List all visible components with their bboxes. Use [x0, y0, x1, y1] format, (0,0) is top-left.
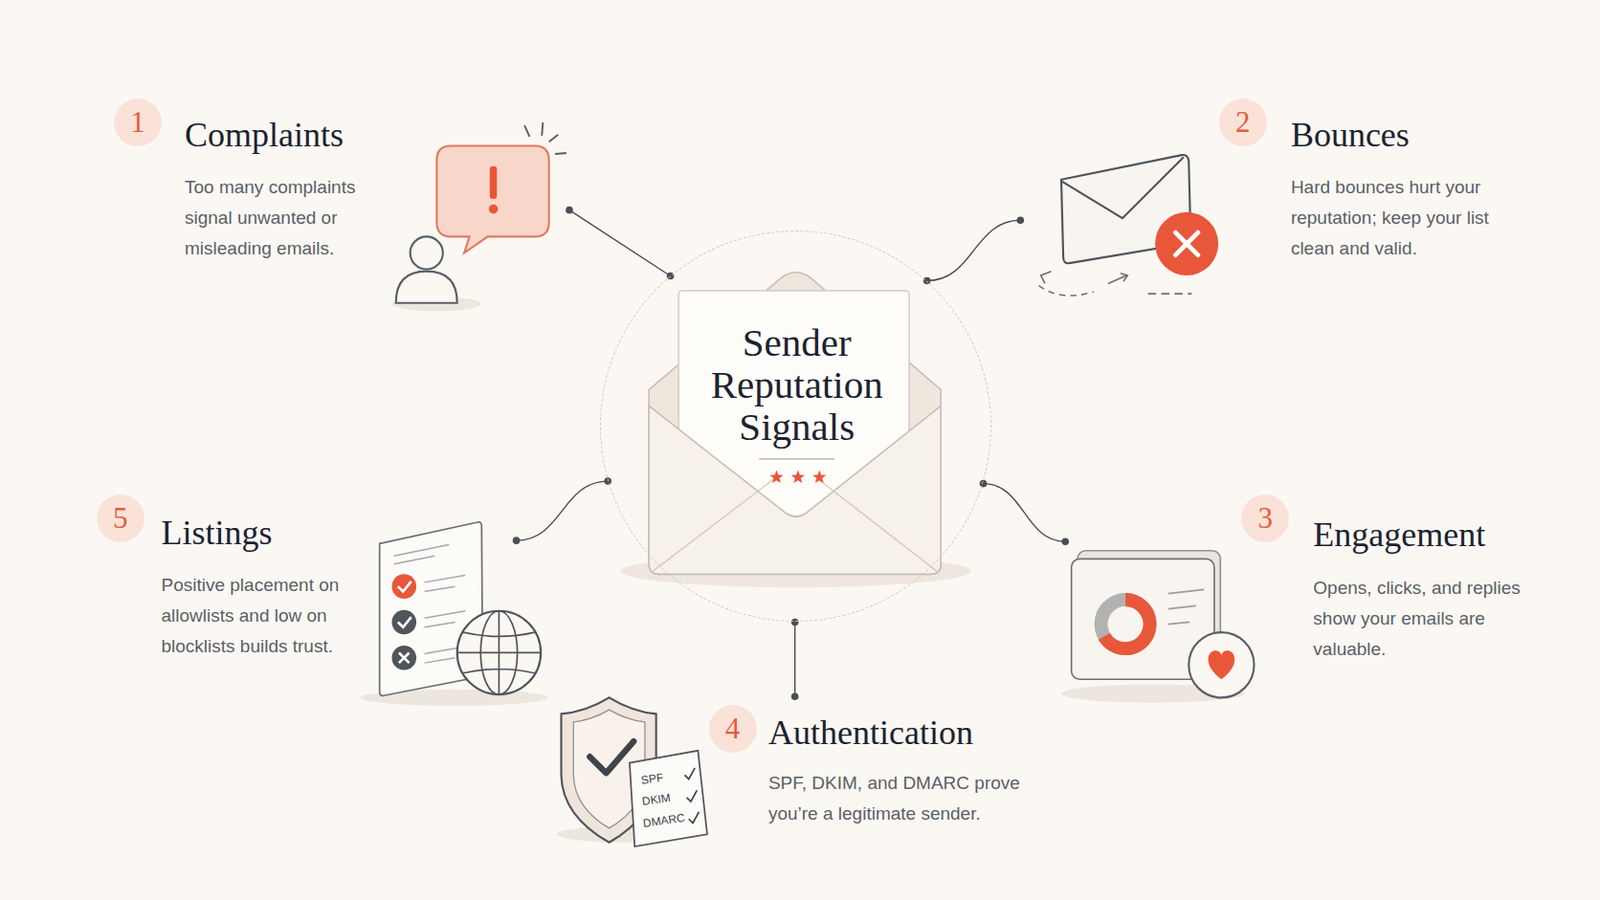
- complaint-icon-part: [524, 122, 567, 155]
- connector-dot: [565, 206, 574, 215]
- callout-number: 1: [113, 98, 162, 147]
- bounce-icon-part: [1039, 286, 1095, 296]
- connector-dot: [923, 277, 932, 286]
- connector-line: [927, 220, 1022, 281]
- protocol-label: SPF: [640, 771, 665, 788]
- bounce-icon-part: [1062, 156, 1184, 219]
- signal-description: SPF, DKIM, and DMARC prove you’re a legi…: [768, 768, 1065, 830]
- center-title: Sender Reputation Signals: [682, 321, 912, 448]
- connector-dot: [512, 536, 521, 545]
- signal-item: AuthenticationSPF, DKIM, and DMARC prove…: [551, 696, 1070, 861]
- complaint-icon-part: [436, 145, 549, 253]
- complaint-icon-part: [489, 166, 497, 200]
- bounce-icon-part: [1148, 292, 1193, 295]
- connector-line: [983, 484, 1067, 543]
- listing-icon-part: [398, 617, 412, 628]
- signal-item: ComplaintsToo many complaints signal unw…: [111, 96, 570, 316]
- complaint-icon: [391, 122, 566, 312]
- engagement-icon-part: [1188, 632, 1254, 698]
- signal-heading: Authentication: [768, 712, 974, 754]
- protocol-label: DMARC: [642, 810, 687, 830]
- authentication-icon: [556, 697, 708, 847]
- connector-dot: [666, 272, 675, 281]
- signal-item: BouncesHard bounces hurt your reputation…: [1020, 96, 1551, 316]
- bounce-icon-part: [1175, 232, 1198, 255]
- listing-icon-part: [391, 574, 417, 600]
- engagement-icon-part: [1101, 600, 1151, 649]
- signal-description: Opens, clicks, and replies show your ema…: [1312, 573, 1533, 666]
- signal-description: Positive placement on allowlists and low…: [160, 570, 376, 663]
- bounce-icon-part: [1108, 273, 1128, 285]
- complaint-icon-part: [488, 204, 499, 215]
- connector-line: [516, 481, 609, 541]
- bounce-icon: [1039, 155, 1220, 296]
- envelope-illustration-part: [812, 470, 826, 484]
- listing-icon-part: [457, 611, 541, 695]
- signal-item: ListingsPositive placement on allowlists…: [91, 497, 517, 717]
- complaint-icon-part: [410, 236, 444, 269]
- bounce-icon-part: [1155, 212, 1219, 276]
- signal-description: Too many complaints signal unwanted or m…: [184, 172, 404, 265]
- callout-number: 4: [709, 705, 757, 754]
- connector-dot: [1017, 217, 1025, 225]
- signal-description: Hard bounces hurt your reputation; keep …: [1290, 172, 1521, 265]
- listing-icon-part: [391, 645, 417, 671]
- listing-icon-part: [457, 611, 541, 695]
- signal-heading: Bounces: [1290, 114, 1410, 156]
- signal-heading: Complaints: [184, 114, 344, 156]
- signal-item: EngagementOpens, clicks, and replies sho…: [1065, 497, 1538, 717]
- listing-icon-part: [399, 652, 410, 664]
- illustration-part: [359, 122, 1254, 847]
- connector-dot: [791, 692, 800, 701]
- envelope-illustration-part: [769, 470, 783, 484]
- connector-dot: [603, 477, 612, 486]
- listing-icon-part: [394, 544, 450, 564]
- callout-number: 5: [96, 494, 145, 543]
- authentication-icon-part: [685, 768, 700, 824]
- connector-line: [569, 210, 671, 277]
- signal-heading: Listings: [160, 512, 272, 554]
- engagement-icon-part: [1208, 650, 1236, 680]
- callout-number: 2: [1219, 98, 1267, 147]
- connector-dot: [1061, 537, 1069, 546]
- envelope-illustration: [620, 272, 972, 588]
- envelope-illustration-part: [758, 458, 835, 461]
- callout-number: 3: [1241, 494, 1289, 543]
- connector-line: [794, 622, 796, 697]
- engagement-icon-part: [1104, 600, 1151, 649]
- listing-icon: [359, 522, 548, 707]
- listing-icon-part: [391, 610, 417, 636]
- authentication-icon-part: [589, 741, 634, 774]
- engagement-icon: [1061, 551, 1255, 704]
- envelope-illustration-part: [652, 479, 936, 572]
- connector-dot: [979, 480, 988, 489]
- bounce-icon-part: [1041, 271, 1052, 285]
- protocol-label: DKIM: [641, 791, 672, 809]
- authentication-icon-part: [629, 751, 708, 847]
- envelope-illustration-part: [791, 470, 805, 484]
- signal-heading: Engagement: [1312, 514, 1486, 556]
- envelope-illustration-part: [648, 272, 941, 576]
- center-card: Sender Reputation Signals: [600, 230, 992, 623]
- engagement-icon-part: [1168, 589, 1204, 624]
- listing-icon-part: [398, 581, 412, 593]
- connector-dot: [791, 619, 800, 627]
- complaint-icon-part: [396, 271, 458, 304]
